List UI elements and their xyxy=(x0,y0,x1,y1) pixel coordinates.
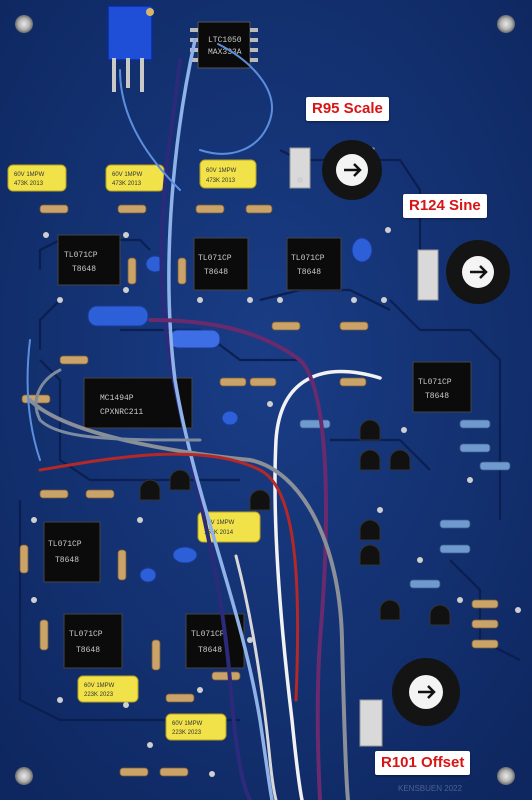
svg-text:60V 1MPW: 60V 1MPW xyxy=(172,721,203,727)
pot-r95 xyxy=(289,140,382,200)
cap-label-1b: 473K 2013 xyxy=(14,181,44,187)
pot-r101 xyxy=(359,658,460,747)
svg-text:T8648: T8648 xyxy=(204,268,228,277)
mount-hole-tr xyxy=(497,15,515,33)
svg-text:TL071CP: TL071CP xyxy=(291,254,325,263)
svg-text:T8648: T8648 xyxy=(198,646,222,655)
small-ic-sublabel: MAX333A xyxy=(208,48,242,57)
cap-label-1: 60V 1MPW xyxy=(14,172,45,178)
svg-text:TL071CP: TL071CP xyxy=(191,630,225,639)
svg-text:TL071CP: TL071CP xyxy=(64,251,98,260)
svg-text:60V 1MPW: 60V 1MPW xyxy=(204,520,235,526)
solder-pads xyxy=(31,177,521,777)
chip-u7: TL071CP T8648 xyxy=(185,613,245,669)
chip-u1: TL071CP T8648 xyxy=(57,234,121,286)
svg-text:223K 2023: 223K 2023 xyxy=(84,692,114,698)
svg-text:TL071CP: TL071CP xyxy=(69,630,103,639)
label-r101-offset: R101 Offset xyxy=(375,751,471,775)
chip-u4: TL071CP T8648 xyxy=(412,361,472,413)
svg-text:CPXNRC211: CPXNRC211 xyxy=(100,408,143,417)
chip-u2: TL071CP T8648 xyxy=(193,237,249,291)
chip-u5: TL071CP T8648 xyxy=(43,521,101,583)
pot-r124 xyxy=(417,240,510,304)
svg-text:223K 2023: 223K 2023 xyxy=(172,730,202,736)
svg-text:60V 1MPW: 60V 1MPW xyxy=(84,683,115,689)
svg-text:TL071CP: TL071CP xyxy=(418,378,452,387)
cap-label-2b: 473K 2013 xyxy=(112,181,142,187)
svg-text:T8648: T8648 xyxy=(425,392,449,401)
cap-label-2: 60V 1MPW xyxy=(112,172,143,178)
wires xyxy=(26,38,382,800)
chip-u3: TL071CP T8648 xyxy=(286,237,342,291)
mount-hole-br xyxy=(497,767,515,785)
cap-label-3: 60V 1MPW xyxy=(206,168,237,174)
mount-hole-tl xyxy=(15,15,33,33)
label-r124-sine: R124 Sine xyxy=(403,194,487,218)
label-r95-scale: R95 Scale xyxy=(306,97,389,121)
mount-hole-bl xyxy=(15,767,33,785)
svg-text:MC1494P: MC1494P xyxy=(100,394,134,403)
svg-text:TL071CP: TL071CP xyxy=(48,540,82,549)
svg-text:T8648: T8648 xyxy=(76,646,100,655)
film-caps-top: 60V 1MPW 473K 2013 60V 1MPW 473K 2013 60… xyxy=(7,159,257,192)
resistors xyxy=(19,204,511,777)
svg-text:154K 2014: 154K 2014 xyxy=(204,530,234,536)
svg-text:T8648: T8648 xyxy=(55,556,79,565)
transistors xyxy=(139,419,451,626)
photo-credit: KENSBUEN 2022 xyxy=(398,784,463,793)
trimmer-pot-blue xyxy=(107,5,154,92)
small-ic-label: LTC1050 xyxy=(208,36,242,45)
tl071-chips: TL071CP T8648 TL071CP T8648 TL071CP T864… xyxy=(43,234,472,669)
cap-label-3b: 473K 2013 xyxy=(206,178,236,184)
svg-text:T8648: T8648 xyxy=(297,268,321,277)
chip-u6: TL071CP T8648 xyxy=(63,613,123,669)
small-ic-top: LTC1050 MAX333A xyxy=(190,21,258,69)
svg-text:T8648: T8648 xyxy=(72,265,96,274)
film-caps-lower: 60V 1MPW 154K 2014 60V 1MPW 223K 2023 60… xyxy=(77,511,261,741)
svg-text:TL071CP: TL071CP xyxy=(198,254,232,263)
